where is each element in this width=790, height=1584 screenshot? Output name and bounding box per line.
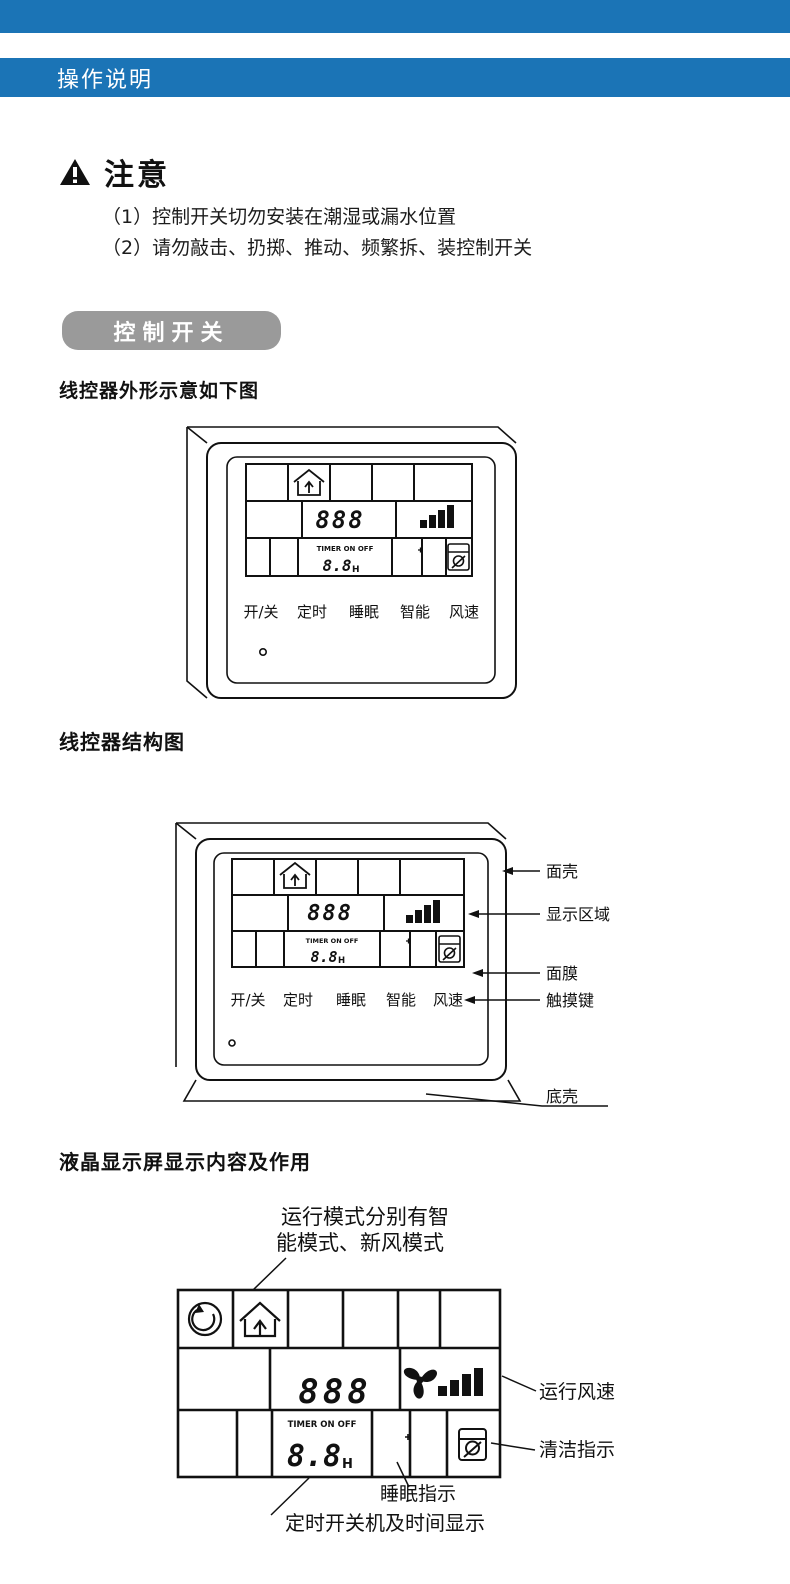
callout-touch-keys: 触摸键 — [546, 991, 594, 1010]
fan-icon — [403, 1368, 437, 1399]
button-smart-label: 智能 — [386, 991, 416, 1009]
arrow-left-icon — [468, 910, 479, 918]
button-timer-label: 定时 — [283, 991, 313, 1009]
button-timer-label: 定时 — [297, 603, 327, 621]
callout-display-area: 显示区域 — [546, 905, 610, 924]
timer-label: TIMER ON OFF — [306, 937, 359, 945]
arrow-left-icon — [464, 996, 475, 1004]
arrow-left-icon — [472, 969, 483, 977]
notice-item-1: （1）控制开关切勿安装在潮湿或漏水位置 — [102, 206, 457, 228]
callout-clean: 清洁指示 — [539, 1439, 615, 1461]
sleep-moon-icon — [385, 1433, 411, 1460]
callout-bottom-shell: 底壳 — [546, 1087, 578, 1106]
lcd-content-diagram: 运行模式分别有智 能模式、新风模式 — [176, 1205, 615, 1535]
timer-unit: H — [342, 1457, 353, 1472]
top-blue-strip — [0, 0, 790, 33]
button-smart-label: 智能 — [400, 603, 430, 621]
timer-unit: H — [352, 565, 360, 575]
fan-speed-bars-icon — [420, 505, 454, 528]
callout-timer: 定时开关机及时间显示 — [285, 1511, 485, 1535]
home-mode-icon — [239, 1301, 281, 1338]
fan-speed-bars-icon — [406, 900, 440, 923]
lcd-digits: 888 — [315, 506, 364, 534]
exterior-section-title: 线控器外形示意如下图 — [59, 380, 260, 402]
controller-structure-diagram: 888 TIMER ON OFF 8.8 H 开/关 定时 睡眠 智能 风速 — [175, 822, 610, 1107]
structure-section-title: 线控器结构图 — [59, 730, 185, 754]
lcd-digits: 888 — [298, 1372, 371, 1412]
structure-callouts: 面壳 显示区域 面膜 触摸键 底壳 — [425, 862, 610, 1107]
control-switch-pill-label: 控制开关 — [113, 320, 230, 346]
sleep-moon-icon — [390, 938, 411, 960]
lcd-grid — [245, 463, 473, 577]
lcd-grid — [176, 1288, 502, 1479]
callout-membrane: 面膜 — [546, 964, 578, 983]
button-sleep-label: 睡眠 — [336, 991, 366, 1009]
callout-front-shell: 面壳 — [546, 862, 578, 881]
bottom-shell — [182, 1079, 522, 1102]
lcd-section-title: 液晶显示屏显示内容及作用 — [59, 1150, 311, 1174]
callout-sleep: 睡眠指示 — [380, 1483, 456, 1505]
globe-mode-icon — [187, 1301, 223, 1337]
button-labels: 开/关 定时 睡眠 智能 风速 — [243, 603, 479, 621]
timer-label: TIMER ON OFF — [317, 545, 374, 553]
timer-digits: 8.8 — [323, 556, 352, 575]
lcd-grid — [231, 858, 465, 968]
home-mode-icon — [279, 861, 311, 889]
notice-heading: 注意 — [58, 150, 170, 194]
clean-indicator-icon — [458, 1428, 487, 1461]
timer-label: TIMER ON OFF — [288, 1420, 357, 1430]
lcd-callouts: 运行风速 清洁指示 睡眠指示 定时开关机及时间显示 — [270, 1375, 615, 1535]
controller-exterior-diagram: 888 TIMER ON OFF 8.8 H 开/关 定时 睡眠 智能 风速 — [186, 426, 517, 699]
lcd-digits: 888 — [307, 901, 353, 926]
casing-outline — [175, 822, 522, 1102]
button-fan-label: 风速 — [449, 603, 479, 621]
timer-digits: 8.8 — [310, 948, 337, 966]
timer-digits: 8.8 — [287, 1439, 341, 1474]
warning-triangle-icon — [60, 159, 90, 185]
mode-note-line2: 能模式、新风模式 — [276, 1231, 444, 1255]
clean-indicator-icon — [438, 935, 461, 963]
button-fan-label: 风速 — [433, 991, 463, 1009]
home-mode-icon — [293, 468, 325, 496]
indicator-dot — [259, 648, 268, 657]
notice-item-2: （2）请勿敲击、扔掷、推动、频繁拆、装控制开关 — [102, 237, 533, 259]
callout-fan-speed: 运行风速 — [539, 1381, 615, 1403]
timer-unit: H — [338, 956, 345, 966]
control-switch-pill: 控制开关 — [62, 311, 281, 350]
sleep-moon-icon — [402, 547, 423, 570]
section-header-bar: 操作说明 — [0, 58, 790, 97]
button-sleep-label: 睡眠 — [349, 603, 379, 621]
notice-title: 注意 — [104, 158, 170, 193]
fan-speed-bars-icon — [438, 1368, 483, 1396]
notice-items: （1）控制开关切勿安装在潮湿或漏水位置 （2）请勿敲击、扔掷、推动、频繁拆、装控… — [102, 202, 532, 264]
button-power-label: 开/关 — [230, 991, 265, 1009]
indicator-dot — [228, 1039, 236, 1047]
button-power-label: 开/关 — [243, 603, 278, 621]
section-header-title: 操作说明 — [57, 67, 154, 93]
casing-outline — [186, 426, 517, 699]
mode-note-line1: 运行模式分别有智 — [281, 1205, 449, 1229]
button-labels: 开/关 定时 睡眠 智能 风速 — [230, 991, 463, 1009]
clean-indicator-icon — [447, 543, 470, 571]
arrow-left-icon — [502, 867, 513, 875]
